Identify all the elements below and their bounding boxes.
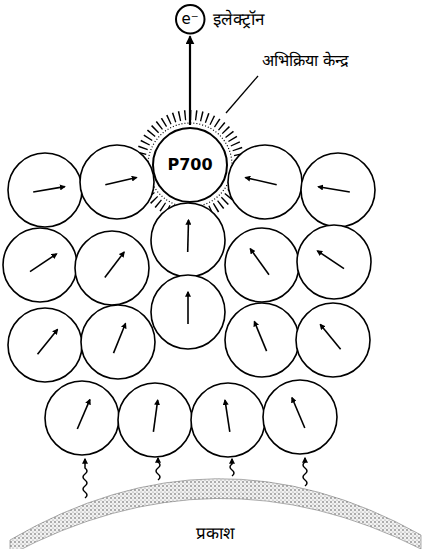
pigment-circle	[225, 228, 299, 302]
transfer-arrow	[292, 398, 305, 428]
electron-symbol: e⁻	[181, 10, 198, 28]
pigment-circle	[297, 225, 371, 299]
reaction-center-circle: P700	[152, 127, 228, 203]
transfer-arrow	[320, 325, 340, 350]
halo-ticks	[140, 115, 240, 215]
transfer-arrow	[254, 322, 266, 352]
transfer-arrow	[33, 187, 64, 192]
transfer-arrows	[30, 178, 350, 432]
electron-circle: e⁻इलेक्ट्रॉन	[175, 4, 206, 35]
transfer-arrow	[187, 292, 189, 324]
light-wave-arrow	[230, 459, 234, 476]
pigment-circle	[8, 308, 82, 382]
pigment-circle	[151, 275, 225, 349]
light-wave-arrow	[156, 458, 160, 480]
transfer-arrow	[187, 220, 189, 252]
reaction-center-name: P700	[167, 155, 212, 174]
reaction-center-label: अभिक्रिया केन्द्र	[262, 51, 349, 70]
pigment-circle	[225, 303, 299, 377]
pigment-circle	[45, 381, 119, 455]
pigment-circle	[301, 153, 375, 227]
transfer-arrow	[246, 178, 277, 185]
transfer-arrow	[318, 187, 350, 192]
light-label: प्रकाश	[196, 523, 235, 543]
reaction-center-circle-border	[153, 128, 227, 202]
pigment-circle	[3, 228, 77, 302]
transfer-arrow	[114, 324, 126, 354]
pigment-circle	[81, 305, 155, 379]
transfer-arrow	[105, 178, 136, 185]
transfer-arrow	[38, 329, 58, 354]
halo-dots	[148, 123, 232, 207]
electron-path-arrow	[189, 36, 191, 125]
transfer-arrow	[105, 252, 124, 278]
pigment-circle	[228, 145, 302, 219]
transfer-arrow	[225, 400, 230, 432]
transfer-arrow	[317, 251, 344, 269]
transfer-arrow	[77, 400, 90, 429]
pigment-circle	[75, 231, 149, 305]
light-wave-arrow	[303, 458, 307, 486]
pigment-circle	[263, 380, 337, 454]
pigment-circle	[80, 145, 154, 219]
light-band: प्रकाश	[10, 465, 421, 547]
pigment-circle	[191, 383, 265, 457]
pigment-circle	[151, 203, 225, 277]
electron-circle-border	[176, 5, 205, 34]
leader-line	[226, 76, 258, 113]
pigment-circle	[118, 383, 192, 457]
light-band-shape	[10, 479, 421, 549]
pigment-circle	[296, 303, 370, 377]
electron-label: इलेक्ट्रॉन	[213, 9, 264, 29]
transfer-arrow	[30, 254, 57, 272]
light-wave-arrow	[83, 459, 87, 498]
pigment-circle	[8, 153, 82, 227]
transfer-arrow	[153, 400, 157, 432]
transfer-arrow	[250, 249, 269, 275]
